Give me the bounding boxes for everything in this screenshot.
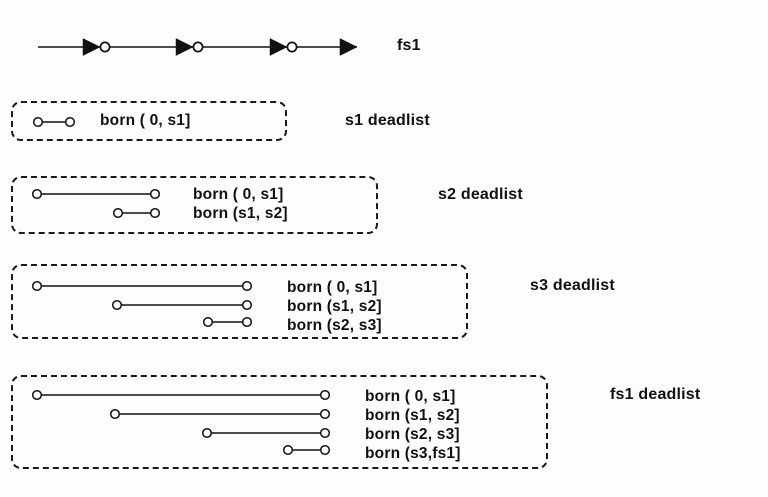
fs1-timeline — [38, 38, 358, 56]
interval-label-s2-1: born (s1, s2] — [193, 205, 288, 222]
interval-label-fs1-2: born (s2, s3] — [365, 426, 460, 443]
interval-start-endpoint-s1-0 — [32, 116, 44, 128]
arrowhead-fs1 — [339, 38, 358, 56]
deadlist-box-fs1 — [11, 375, 548, 469]
interval-end-endpoint-s3-0 — [241, 280, 253, 292]
interval-end-endpoint-s3-2 — [241, 316, 253, 328]
interval-label-fs1-3: born (s3,fs1] — [365, 445, 461, 462]
interval-label-s3-0: born ( 0, s1] — [287, 279, 378, 296]
deadlist-box-s2 — [11, 176, 378, 234]
node-s3 — [286, 41, 298, 53]
interval-end-endpoint-s3-1 — [241, 299, 253, 311]
interval-start-endpoint-s3-2 — [202, 316, 214, 328]
node-s2 — [192, 41, 204, 53]
deadlist-box-s3 — [11, 264, 468, 339]
arrowhead-s2 — [175, 38, 194, 56]
timeline-label-fs1: fs1 — [397, 37, 421, 54]
deadlist-label-s1: s1 deadlist — [345, 112, 430, 129]
interval-end-endpoint-fs1-1 — [319, 408, 331, 420]
interval-end-endpoint-fs1-0 — [319, 389, 331, 401]
interval-end-endpoint-s1-0 — [64, 116, 76, 128]
deadlist-label-fs1: fs1 deadlist — [610, 386, 701, 403]
interval-label-s1-0: born ( 0, s1] — [100, 112, 191, 129]
arrowhead-s3 — [269, 38, 288, 56]
interval-start-endpoint-s3-0 — [31, 280, 43, 292]
interval-label-s2-0: born ( 0, s1] — [193, 186, 284, 203]
interval-start-endpoint-fs1-0 — [31, 389, 43, 401]
interval-start-endpoint-fs1-3 — [282, 444, 294, 456]
interval-start-endpoint-s3-1 — [111, 299, 123, 311]
interval-end-endpoint-fs1-2 — [319, 427, 331, 439]
interval-label-fs1-1: born (s1, s2] — [365, 407, 460, 424]
interval-label-fs1-0: born ( 0, s1] — [365, 388, 456, 405]
arrowhead-s1 — [82, 38, 101, 56]
deadlist-box-s1 — [11, 101, 287, 141]
interval-label-s3-2: born (s2, s3] — [287, 317, 382, 334]
interval-start-endpoint-fs1-1 — [109, 408, 121, 420]
interval-end-endpoint-s2-0 — [149, 188, 161, 200]
deadlist-intervals-s3 — [31, 280, 253, 328]
interval-end-endpoint-fs1-3 — [319, 444, 331, 456]
deadlist-intervals-fs1 — [31, 389, 331, 456]
deadlist-intervals-s1 — [32, 116, 76, 128]
deadlist-intervals-s2 — [31, 188, 161, 219]
interval-end-endpoint-s2-1 — [149, 207, 161, 219]
interval-label-s3-1: born (s1, s2] — [287, 298, 382, 315]
interval-start-endpoint-s2-1 — [112, 207, 124, 219]
deadlist-label-s3: s3 deadlist — [530, 277, 615, 294]
node-s1 — [99, 41, 111, 53]
interval-start-endpoint-s2-0 — [31, 188, 43, 200]
interval-start-endpoint-fs1-2 — [201, 427, 213, 439]
deadlist-label-s2: s2 deadlist — [438, 186, 523, 203]
